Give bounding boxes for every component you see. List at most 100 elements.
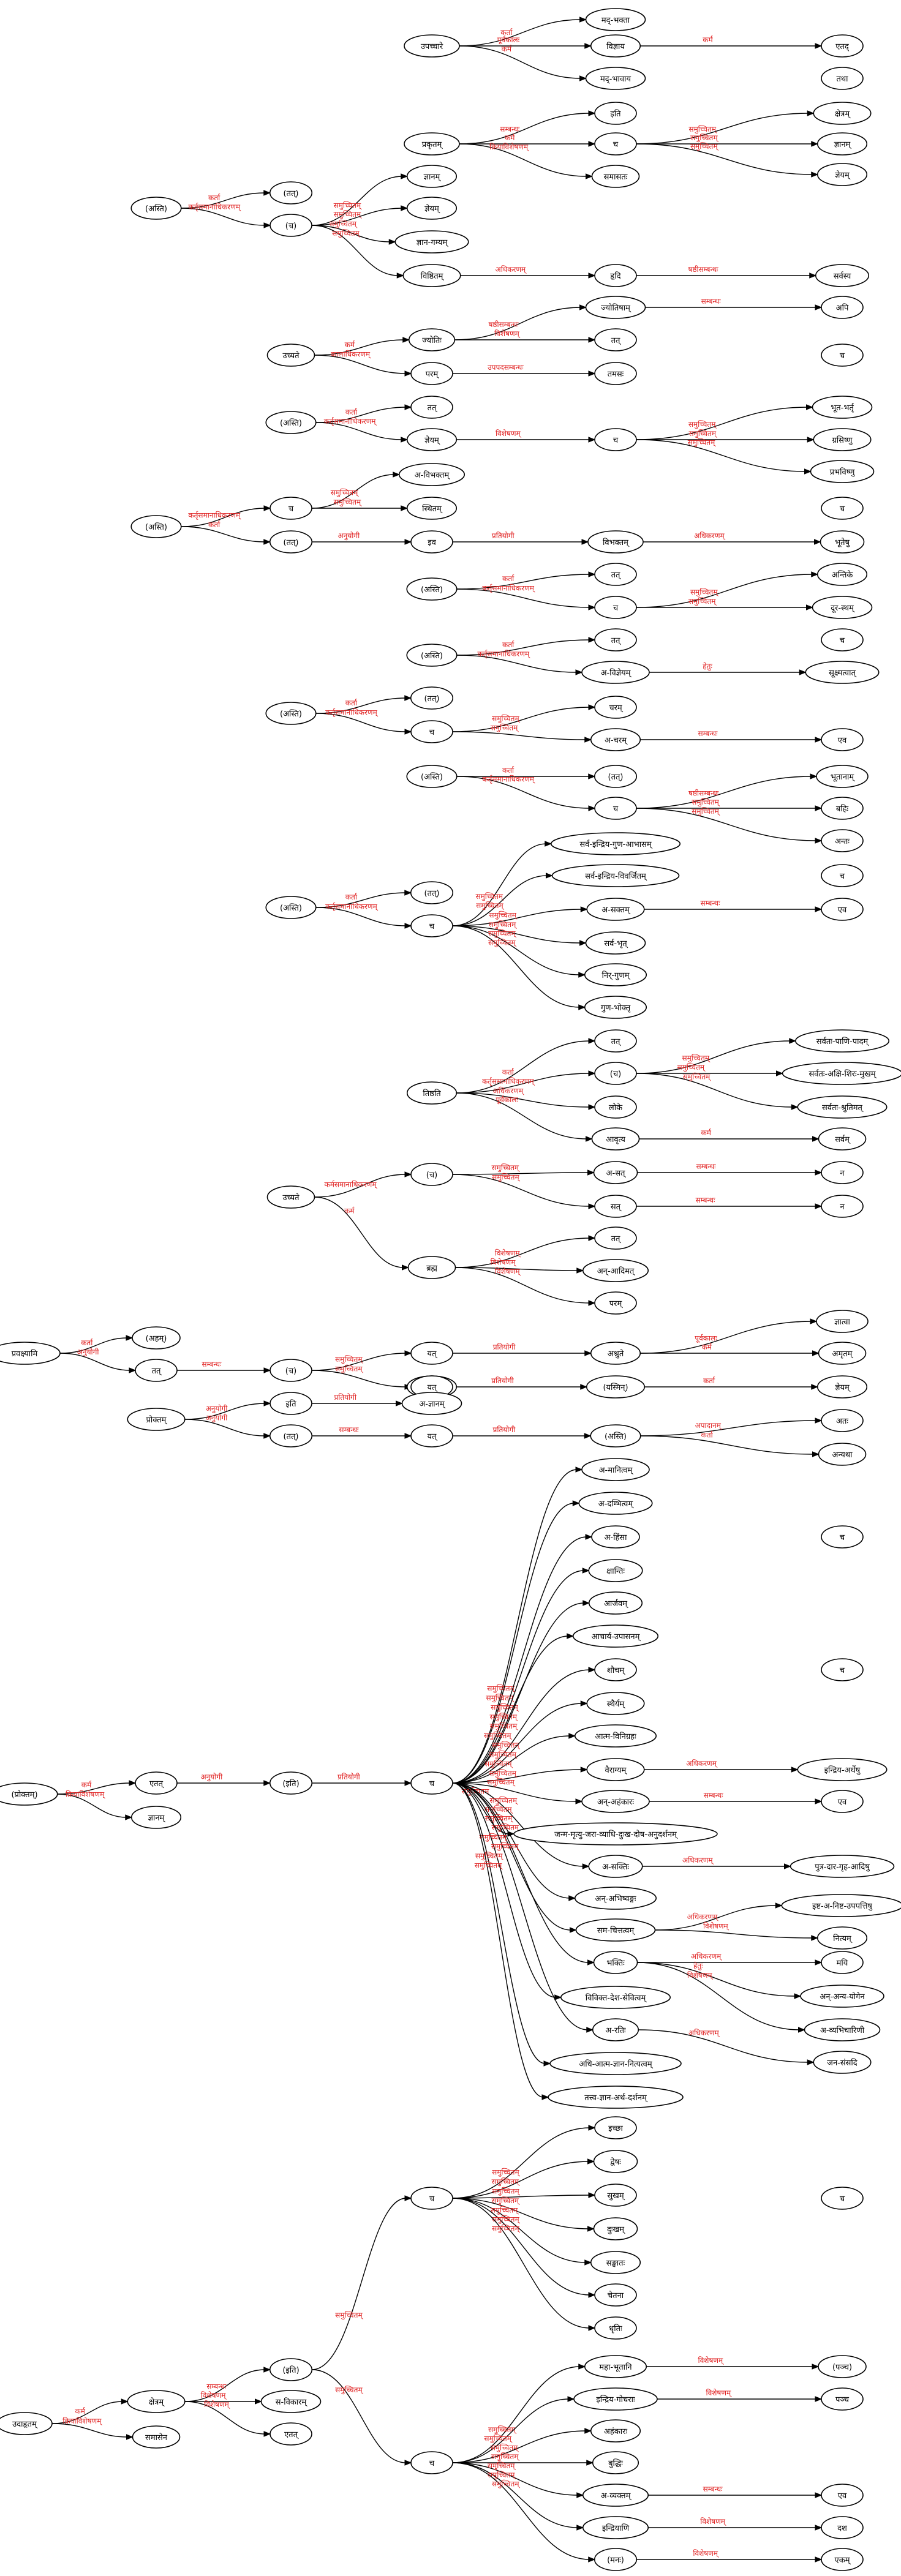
arrowhead-icon	[263, 1400, 271, 1406]
edge-line	[315, 713, 407, 732]
edge-label: समुच्चितम्	[488, 2425, 517, 2435]
edge-line	[452, 1782, 544, 2098]
node-o36: च	[821, 1658, 864, 1681]
node-label: नित्यम्	[833, 1934, 853, 1943]
arrowhead-icon	[588, 1667, 596, 1673]
edge-line	[452, 1782, 546, 2064]
node-label: तमसः	[608, 370, 624, 379]
node-label: तत्	[611, 571, 622, 580]
edge-label: कर्म	[505, 133, 515, 142]
node-ellipse	[816, 163, 868, 186]
edge-l1-l2: कर्मसमानाधिकरणम्	[314, 1171, 412, 1198]
edge-line	[452, 707, 590, 732]
node-b15: हृदि	[594, 264, 637, 287]
node-ellipse	[586, 898, 645, 921]
node-h3: च	[410, 720, 453, 743]
node-m9: अमृतम्	[818, 1342, 867, 1365]
edge-label: समुच्चितम्	[491, 2206, 519, 2215]
node-p5: स-विकारम्	[260, 2390, 322, 2413]
arrowhead-icon	[588, 272, 596, 279]
arrowhead-icon	[396, 1400, 403, 1406]
node-m7: अश्नुते	[590, 1342, 641, 1365]
node-o26: भक्तिः	[593, 1951, 638, 1974]
node-k3: (च)	[594, 1062, 637, 1085]
node-label: ज्ञानम्	[424, 173, 442, 182]
edge-d4-d5: समुच्चितम्	[636, 404, 813, 440]
edge-label: समुच्चितम्	[475, 1852, 504, 1861]
node-label: अ-व्यभिचारिणी	[820, 2026, 865, 2035]
edge-p22-p23: सम्बन्धः	[648, 2485, 823, 2498]
node-c1: उच्यते	[266, 344, 315, 367]
node-e4: स्थितम्	[406, 497, 458, 520]
edge-g1-g2: कर्ता	[456, 637, 596, 656]
node-label: प्रकृतम्	[422, 140, 443, 149]
node-ellipse	[594, 2184, 637, 2207]
edge-b1-b3: कर्म	[459, 133, 596, 147]
arrowhead-icon	[404, 1433, 412, 1439]
arrowhead-icon	[588, 2125, 596, 2131]
edge-line	[57, 1793, 127, 1818]
node-label: अ-व्यक्तम्	[601, 2492, 632, 2501]
edge-line	[640, 1321, 812, 1354]
node-ellipse	[593, 1161, 638, 1184]
edge-line	[452, 1782, 589, 1963]
node-d6: ग्रसिष्णु	[813, 428, 872, 451]
node-label: (पञ्च)	[832, 2363, 852, 2372]
node-j1: (अस्ति)	[265, 896, 317, 919]
node-l5: सत्	[594, 1195, 637, 1218]
node-b7: समासतः	[591, 165, 640, 188]
arrowhead-icon	[809, 272, 817, 279]
node-label: इव	[428, 538, 436, 547]
node-ellipse	[594, 2116, 637, 2139]
node-ellipse	[590, 2419, 641, 2443]
node-label: एव	[838, 1798, 847, 1807]
edge-label: समुच्चितम्	[335, 1355, 364, 1364]
node-label: आर्जवम्	[604, 1599, 628, 1609]
node-label: स्थितम्	[422, 504, 443, 514]
arrowhead-icon	[588, 2325, 596, 2331]
node-label: आचार्य-उपासनम्	[592, 1632, 641, 1642]
edge-label: समुच्चितम्	[489, 1796, 518, 1805]
edge-g3-g4: हेतुः	[649, 662, 807, 675]
node-a3: विज्ञाय	[590, 34, 641, 58]
node-p16: महा-भूतानि	[584, 2355, 647, 2378]
edge-label: अनुयोगी	[205, 1414, 228, 1423]
edge-label: कर्म	[344, 1206, 355, 1215]
node-ellipse	[582, 2516, 649, 2539]
node-label: (तत्)	[284, 1432, 299, 1441]
node-label: तत्	[611, 636, 622, 645]
node-m3: तत्	[135, 1359, 178, 1382]
node-o16: इन्द्रिय-अर्थेषु	[797, 1758, 888, 1781]
node-ellipse	[270, 1359, 312, 1382]
arrowhead-icon	[404, 890, 412, 896]
arrowhead-icon	[586, 2460, 594, 2466]
node-ellipse	[585, 67, 646, 90]
edge-h1-h2: कर्ता	[315, 695, 412, 714]
edge-o20-o21: अधिकरणम्	[642, 1856, 791, 1869]
edge-line	[315, 407, 407, 423]
edge-b8-b9: कर्ता	[181, 190, 271, 209]
node-label: तत्	[152, 1367, 162, 1376]
edge-label: समुच्चितम्	[489, 920, 518, 929]
node-c4: अपि	[821, 296, 864, 319]
edge-o5-o30: समुच्चितम्	[452, 1782, 562, 2000]
node-label: भूत-भर्तृ	[831, 403, 854, 413]
edge-h5-h6: सम्बन्धः	[640, 729, 823, 743]
edge-label: अधिकरणम्	[492, 1086, 524, 1095]
node-label: (अस्ति)	[280, 709, 302, 719]
edge-label: अधिकरणम्	[688, 2029, 720, 2038]
node-ellipse	[821, 34, 864, 58]
node-k8: आवृत्य	[591, 1127, 640, 1151]
node-ellipse	[127, 1408, 186, 1431]
arrowhead-icon	[815, 805, 823, 811]
edge-layer: कर्तापूर्वकालःकर्मकर्मसम्बन्धःकर्मक्रिया…	[51, 17, 823, 2563]
node-p11: दुःखम्	[593, 2217, 638, 2240]
arrowhead-icon	[404, 1780, 412, 1786]
node-label: विज्ञाय	[606, 42, 625, 51]
node-f4: अन्तिके	[816, 563, 868, 586]
node-ellipse	[592, 2451, 639, 2474]
node-o24: इष्ट-अ-निष्ट-उपपत्तिषु	[781, 1894, 901, 1917]
edge-p4-p15: समुच्चितम्	[312, 2369, 412, 2466]
edge-line	[456, 655, 578, 673]
node-ellipse	[398, 463, 466, 486]
